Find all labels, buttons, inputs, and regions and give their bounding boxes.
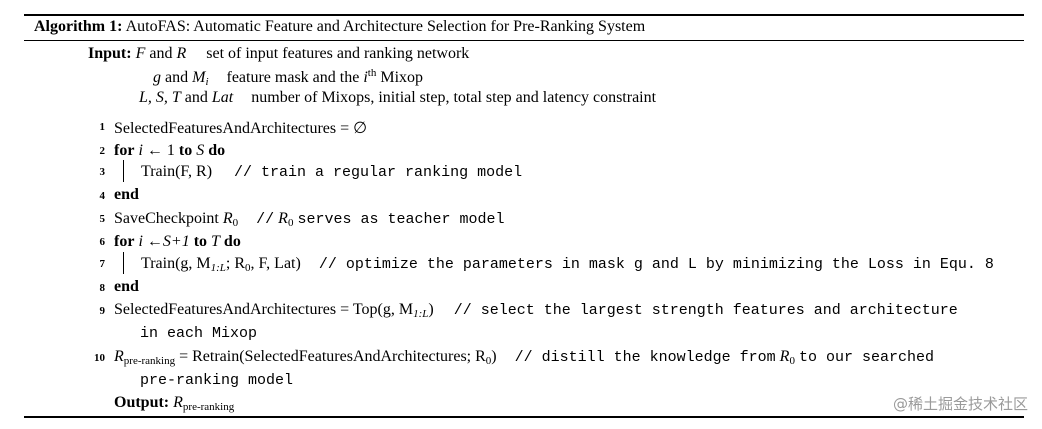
input-row-1: Input: F and R set of input features and…: [88, 45, 470, 62]
algo-line-6: for i ←S+1 to T do: [114, 233, 241, 250]
algo-line-10: Rpre-ranking = Retrain(SelectedFeaturesA…: [114, 348, 934, 367]
line-number: 6: [99, 236, 106, 248]
line-number: 1: [99, 121, 106, 133]
line-number: 9: [99, 305, 106, 317]
input-row-2: g and Mi feature mask and the ith Mixop: [153, 67, 424, 88]
input-row-3: L, S, T and Lat number of Mixops, initia…: [139, 89, 657, 106]
caption-label: Algorithm 1:: [34, 18, 123, 35]
line-number: 3: [99, 166, 106, 178]
top-rule: [24, 14, 1024, 16]
algo-line-5: SaveCheckpoint R0 // R0 serves as teache…: [114, 210, 505, 229]
input-label: Input:: [88, 45, 132, 62]
algo-line-9: SelectedFeaturesAndArchitectures = Top(g…: [114, 301, 958, 320]
block-bar: [123, 160, 124, 182]
line-number: 8: [99, 282, 106, 294]
caption-rule: [24, 40, 1024, 41]
input-desc-3: number of Mixops, initial step, total st…: [251, 89, 657, 106]
line-number: 2: [99, 145, 106, 157]
line-number: 5: [99, 213, 106, 225]
line-number: 10: [94, 352, 105, 364]
algo-line-1: SelectedFeaturesAndArchitectures = ∅: [114, 120, 368, 137]
algo-line-9-cont: in each Mixop: [140, 325, 258, 342]
watermark: @稀土掘金技术社区: [892, 395, 1028, 413]
algo-line-4: end: [114, 186, 139, 203]
algo-line-10-cont: pre-ranking model: [140, 372, 294, 389]
algo-line-7: Train(g, M1:L; R0, F, Lat) // optimize t…: [141, 255, 994, 274]
input-desc-2: feature mask and the: [226, 69, 360, 86]
algorithm-caption: Algorithm 1: AutoFAS: Automatic Feature …: [34, 18, 645, 36]
line-number: 7: [99, 258, 106, 270]
bottom-rule: [24, 416, 1024, 418]
output-label: Output:: [114, 394, 170, 411]
caption-title: AutoFAS: Automatic Feature and Architect…: [125, 18, 646, 35]
input-desc-1: set of input features and ranking networ…: [206, 45, 470, 62]
algo-line-3: Train(F, R) // train a regular ranking m…: [141, 163, 523, 181]
line-number: 4: [99, 190, 106, 202]
output-line: Output: Rpre-ranking: [114, 394, 235, 413]
block-bar: [123, 252, 124, 274]
algo-line-2: for i ← 1 to S do: [114, 142, 226, 159]
algo-line-8: end: [114, 278, 139, 295]
